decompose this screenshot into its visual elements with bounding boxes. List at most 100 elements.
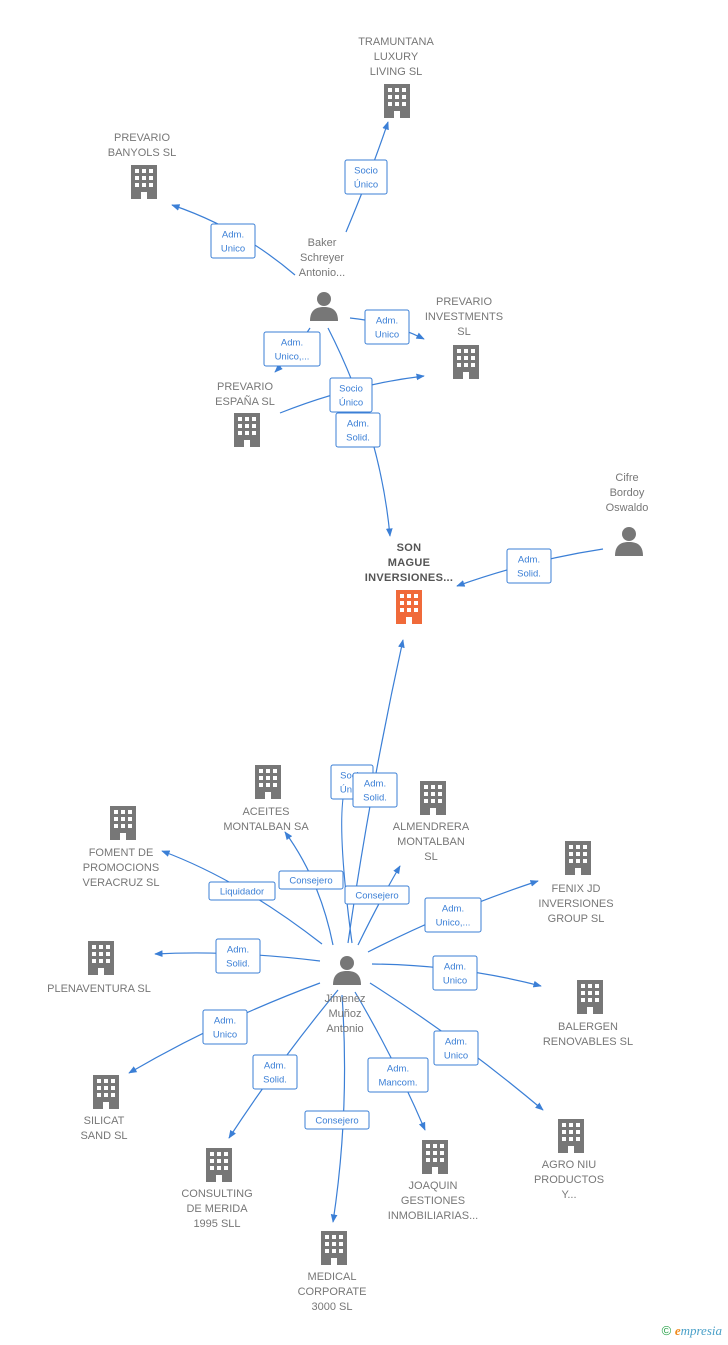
relation-label-jimenez-balergen[interactable]: Adm. Unico: [432, 955, 478, 991]
node-label-line: MAGUE: [388, 557, 430, 569]
node-label-line: JOAQUIN: [409, 1180, 458, 1192]
relation-label-jimenez-fenix[interactable]: Adm.Unico,...: [424, 897, 482, 933]
relation-label-jimenez-almendrera[interactable]: Consejero: [344, 885, 410, 905]
relation-text: Adm.: [347, 419, 369, 430]
relation-label-jimenez-foment[interactable]: Liquidador: [208, 881, 276, 901]
relation-label-jimenez-silicat[interactable]: Adm. Unico: [202, 1009, 248, 1045]
node-label-line: Schreyer: [300, 252, 344, 264]
node-joaquin[interactable]: JOAQUINGESTIONESINMOBILIARIAS...: [388, 1140, 478, 1222]
node-label-line: PREVARIO: [114, 132, 170, 144]
relation-text: Unico: [213, 1030, 237, 1041]
relation-label-baker-sonmague[interactable]: Adm. Solid.: [335, 412, 381, 448]
building-icon: [88, 941, 114, 975]
node-label-line: Jimenez: [325, 993, 366, 1005]
relation-label-jimenez-consulting[interactable]: Adm.Solid.: [252, 1054, 298, 1090]
relation-box: [424, 897, 482, 933]
relation-box: [263, 331, 321, 367]
relation-text: Unico,...: [436, 918, 471, 929]
node-label-line: SL: [457, 326, 470, 338]
node-label-line: ALMENDRERA: [393, 821, 470, 833]
node-label-line: Baker: [308, 237, 337, 249]
relation-text: Solid.: [346, 433, 370, 444]
copyright-icon: ©: [661, 1323, 672, 1338]
relation-label-baker-investments[interactable]: Adm. Unico: [364, 309, 410, 345]
relation-box: [304, 1110, 370, 1130]
relation-box: [433, 1030, 479, 1066]
relation-label-baker-banyols[interactable]: Adm. Unico: [210, 223, 256, 259]
building-icon: [93, 1075, 119, 1109]
node-label-line: BALERGEN: [558, 1021, 618, 1033]
relation-label-jimenez-medical[interactable]: Consejero: [304, 1110, 370, 1130]
node-label-line: INVERSIONES: [538, 898, 613, 910]
relation-text: Unico: [444, 1051, 468, 1062]
node-plenaventura[interactable]: PLENAVENTURA SL: [47, 941, 151, 995]
node-label-line: Bordoy: [610, 487, 645, 499]
empresia-logo[interactable]: empresia: [674, 1323, 722, 1338]
relation-box: [278, 870, 344, 890]
relation-box: [344, 159, 388, 195]
relation-label-jimenez-agro[interactable]: Adm.Unico: [433, 1030, 479, 1066]
relation-text: Consejero: [355, 891, 398, 902]
relation-label-jimenez-aceites[interactable]: Consejero: [278, 870, 344, 890]
relation-text: Unico: [443, 976, 467, 987]
relation-text: Adm.: [222, 230, 244, 241]
node-agro[interactable]: AGRO NIUPRODUCTOSY...: [534, 1119, 604, 1201]
node-label-line: ACEITES: [242, 806, 289, 818]
relation-box: [506, 548, 552, 584]
building-icon: [131, 165, 157, 199]
node-label-line: VERACRUZ SL: [82, 877, 159, 889]
node-label-line: PROMOCIONS: [83, 862, 159, 874]
node-label-line: Cifre: [615, 472, 638, 484]
building-icon: [453, 345, 479, 379]
relation-label-jimenez-joaquin[interactable]: Adm.Mancom.: [367, 1057, 429, 1093]
node-label-line: LIVING SL: [370, 66, 423, 78]
node-label-line: LUXURY: [374, 51, 419, 63]
relation-text: Unico: [375, 330, 399, 341]
building-icon: [234, 413, 260, 447]
node-label-line: PREVARIO: [436, 296, 492, 308]
relation-text: Adm.: [518, 555, 540, 566]
node-label-line: GROUP SL: [548, 913, 605, 925]
node-aceites[interactable]: ACEITES MONTALBAN SA: [223, 765, 309, 833]
relation-text: Socio: [354, 166, 378, 177]
node-baker[interactable]: BakerSchreyerAntonio...: [299, 237, 345, 321]
relation-label-baker-espana[interactable]: Adm.Unico,...: [263, 331, 321, 367]
relation-text: Unico: [221, 244, 245, 255]
node-label-line: PLENAVENTURA SL: [47, 983, 151, 995]
node-label-line: MONTALBAN: [397, 836, 465, 848]
relations-layer: SocioÚnicoAdm.UnicoAdm.UnicoAdm.Unico,..…: [202, 159, 552, 1130]
relation-text: Adm.: [444, 962, 466, 973]
node-prevario_banyols[interactable]: PREVARIO BANYOLS SL: [108, 132, 176, 199]
relation-label-jimenez-plenaventura[interactable]: Adm.Solid.: [215, 938, 261, 974]
node-son_mague[interactable]: SONMAGUEINVERSIONES...: [365, 542, 454, 624]
node-label-line: SAND SL: [80, 1130, 127, 1142]
relation-text: Adm.: [214, 1016, 236, 1027]
node-label-line: BANYOLS SL: [108, 147, 176, 159]
relation-label-jimenez-sonmague-adm[interactable]: Adm.Solid.: [352, 772, 398, 808]
node-label-line: Antonio...: [299, 267, 345, 279]
main-company-building-icon: [396, 590, 422, 624]
relation-label-cifre-sonmague[interactable]: Adm.Solid.: [506, 548, 552, 584]
relation-text: Consejero: [289, 876, 332, 887]
node-label-line: INMOBILIARIAS...: [388, 1210, 478, 1222]
node-label-line: Antonio: [326, 1023, 363, 1035]
node-label-line: Muñoz: [328, 1008, 361, 1020]
relation-text: Liquidador: [220, 887, 264, 898]
relation-text: Adm.: [376, 316, 398, 327]
node-label-line: MONTALBAN SA: [223, 821, 309, 833]
node-label-line: SON: [397, 542, 422, 554]
